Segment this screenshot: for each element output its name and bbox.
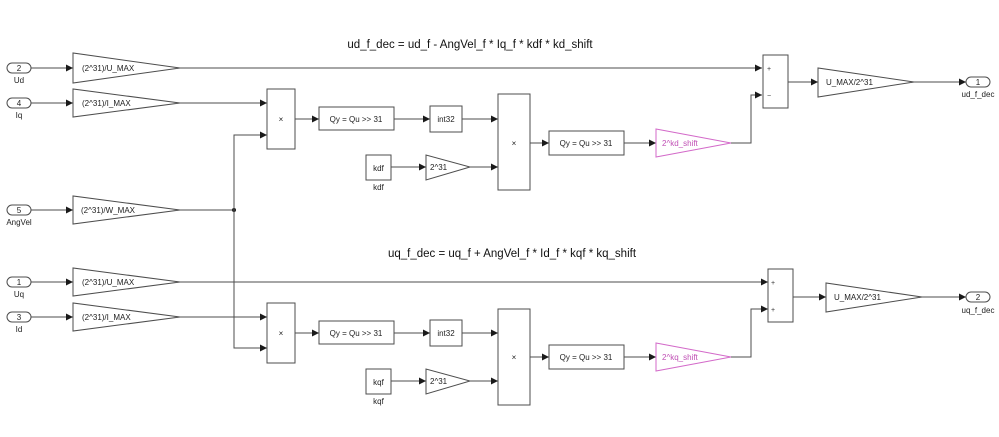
top-product-2-symbol: × <box>512 139 517 148</box>
gain-uq-scale[interactable]: (2^31)/U_MAX <box>72 267 181 297</box>
top-constant-kdf[interactable]: kdf kdf <box>365 154 392 192</box>
inport-iq-label: Iq <box>16 111 23 120</box>
gain-id-scale[interactable]: (2^31)/I_MAX <box>72 302 181 332</box>
inport-angvel-label: AngVel <box>6 218 32 227</box>
top-const-gain-label: 2^31 <box>430 163 448 172</box>
outport-ud-f-dec-label: ud_f_dec <box>962 90 995 99</box>
inport-angvel-number: 5 <box>17 206 22 215</box>
gain-angvel-scale-label: (2^31)/W_MAX <box>81 206 136 215</box>
inport-ud-label: Ud <box>14 76 24 85</box>
bottom-convert-int32[interactable]: int32 <box>429 319 463 347</box>
top-constant-kdf-value: kdf <box>373 164 384 173</box>
bottom-output-gain[interactable]: U_MAX/2^31 <box>825 282 923 313</box>
outport-uq-f-dec-number: 2 <box>976 293 981 302</box>
gain-ud-scale-label: (2^31)/U_MAX <box>82 64 135 73</box>
top-shift-gain-label: 2^kd_shift <box>662 139 699 148</box>
outport-uq-f-dec-label: uq_f_dec <box>962 306 995 315</box>
bottom-shift-1-label: Qy = Qu >> 31 <box>330 329 383 338</box>
annotation-uq-equation: uq_f_dec = uq_f + AngVel_f * Id_f * kqf … <box>388 248 637 260</box>
bottom-product-2[interactable]: × <box>497 308 531 406</box>
top-shift-2-label: Qy = Qu >> 31 <box>560 139 613 148</box>
gain-iq-scale[interactable]: (2^31)/I_MAX <box>72 88 181 118</box>
gain-ud-scale[interactable]: (2^31)/U_MAX <box>72 52 181 84</box>
wire-top-shiftgain-to-sum <box>731 91 762 144</box>
annotation-ud-equation: ud_f_dec = ud_f - AngVel_f * Iq_f * kdf … <box>347 39 593 51</box>
top-shift-gain[interactable]: 2^kd_shift <box>655 128 732 158</box>
top-product-1[interactable]: × <box>266 88 296 150</box>
bottom-sum-sign-2: + <box>771 307 775 314</box>
top-shift-2[interactable]: Qy = Qu >> 31 <box>548 130 625 156</box>
bottom-shift-gain[interactable]: 2^kq_shift <box>655 342 732 372</box>
bottom-shift-gain-label: 2^kq_shift <box>662 353 699 362</box>
gain-id-scale-label: (2^31)/I_MAX <box>82 313 131 322</box>
inport-id-number: 3 <box>17 313 22 322</box>
inport-ud[interactable]: 2 Ud <box>6 62 32 85</box>
bottom-sum-sign-1: + <box>771 280 775 287</box>
bottom-product-1-symbol: × <box>279 329 284 338</box>
bottom-convert-int32-label: int32 <box>437 329 455 338</box>
top-product-2[interactable]: × <box>497 93 531 191</box>
bottom-const-gain-label: 2^31 <box>430 377 448 386</box>
top-product-1-symbol: × <box>279 115 284 124</box>
top-shift-1[interactable]: Qy = Qu >> 31 <box>318 106 395 131</box>
gain-iq-scale-label: (2^31)/I_MAX <box>82 99 131 108</box>
bottom-product-1[interactable]: × <box>266 302 296 364</box>
bottom-output-gain-label: U_MAX/2^31 <box>834 293 881 302</box>
top-sum-sign-1: + <box>767 66 771 73</box>
gain-uq-scale-label: (2^31)/U_MAX <box>82 278 135 287</box>
outport-uq-f-dec[interactable]: 2 uq_f_dec <box>962 291 995 315</box>
top-convert-int32-label: int32 <box>437 115 455 124</box>
bottom-shift-2-label: Qy = Qu >> 31 <box>560 353 613 362</box>
top-output-gain-label: U_MAX/2^31 <box>826 78 873 87</box>
wire-angvel-to-bottom-product <box>233 210 267 352</box>
bottom-const-gain[interactable]: 2^31 <box>425 368 472 395</box>
bottom-constant-kqf-label: kqf <box>373 397 384 406</box>
inport-angvel[interactable]: 5 AngVel <box>6 204 32 227</box>
bottom-sum[interactable]: + + <box>767 268 794 323</box>
inport-uq[interactable]: 1 Uq <box>6 276 32 299</box>
top-constant-kdf-label: kdf <box>373 183 384 192</box>
wire-angvel-to-top-product <box>233 131 267 210</box>
outport-ud-f-dec[interactable]: 1 ud_f_dec <box>962 76 995 99</box>
bottom-constant-kqf[interactable]: kqf kqf <box>365 368 392 406</box>
gain-angvel-scale[interactable]: (2^31)/W_MAX <box>72 195 181 225</box>
bottom-shift-2[interactable]: Qy = Qu >> 31 <box>548 344 625 370</box>
outport-ud-f-dec-number: 1 <box>976 78 981 87</box>
inport-uq-number: 1 <box>17 278 22 287</box>
top-sum-sign-2: − <box>767 93 771 100</box>
top-convert-int32[interactable]: int32 <box>429 105 463 133</box>
top-output-gain[interactable]: U_MAX/2^31 <box>817 67 915 98</box>
top-sum[interactable]: + − <box>762 54 789 109</box>
inport-id[interactable]: 3 Id <box>6 311 32 334</box>
inport-uq-label: Uq <box>14 290 24 299</box>
wire-bottom-shiftgain-to-sum <box>731 305 768 358</box>
bottom-product-2-symbol: × <box>512 353 517 362</box>
top-const-gain[interactable]: 2^31 <box>425 154 472 181</box>
inport-ud-number: 2 <box>17 64 22 73</box>
bottom-constant-kqf-value: kqf <box>373 378 384 387</box>
inport-iq[interactable]: 4 Iq <box>6 97 32 120</box>
inport-iq-number: 4 <box>17 99 22 108</box>
inport-id-label: Id <box>16 325 23 334</box>
top-shift-1-label: Qy = Qu >> 31 <box>330 115 383 124</box>
bottom-shift-1[interactable]: Qy = Qu >> 31 <box>318 320 395 345</box>
